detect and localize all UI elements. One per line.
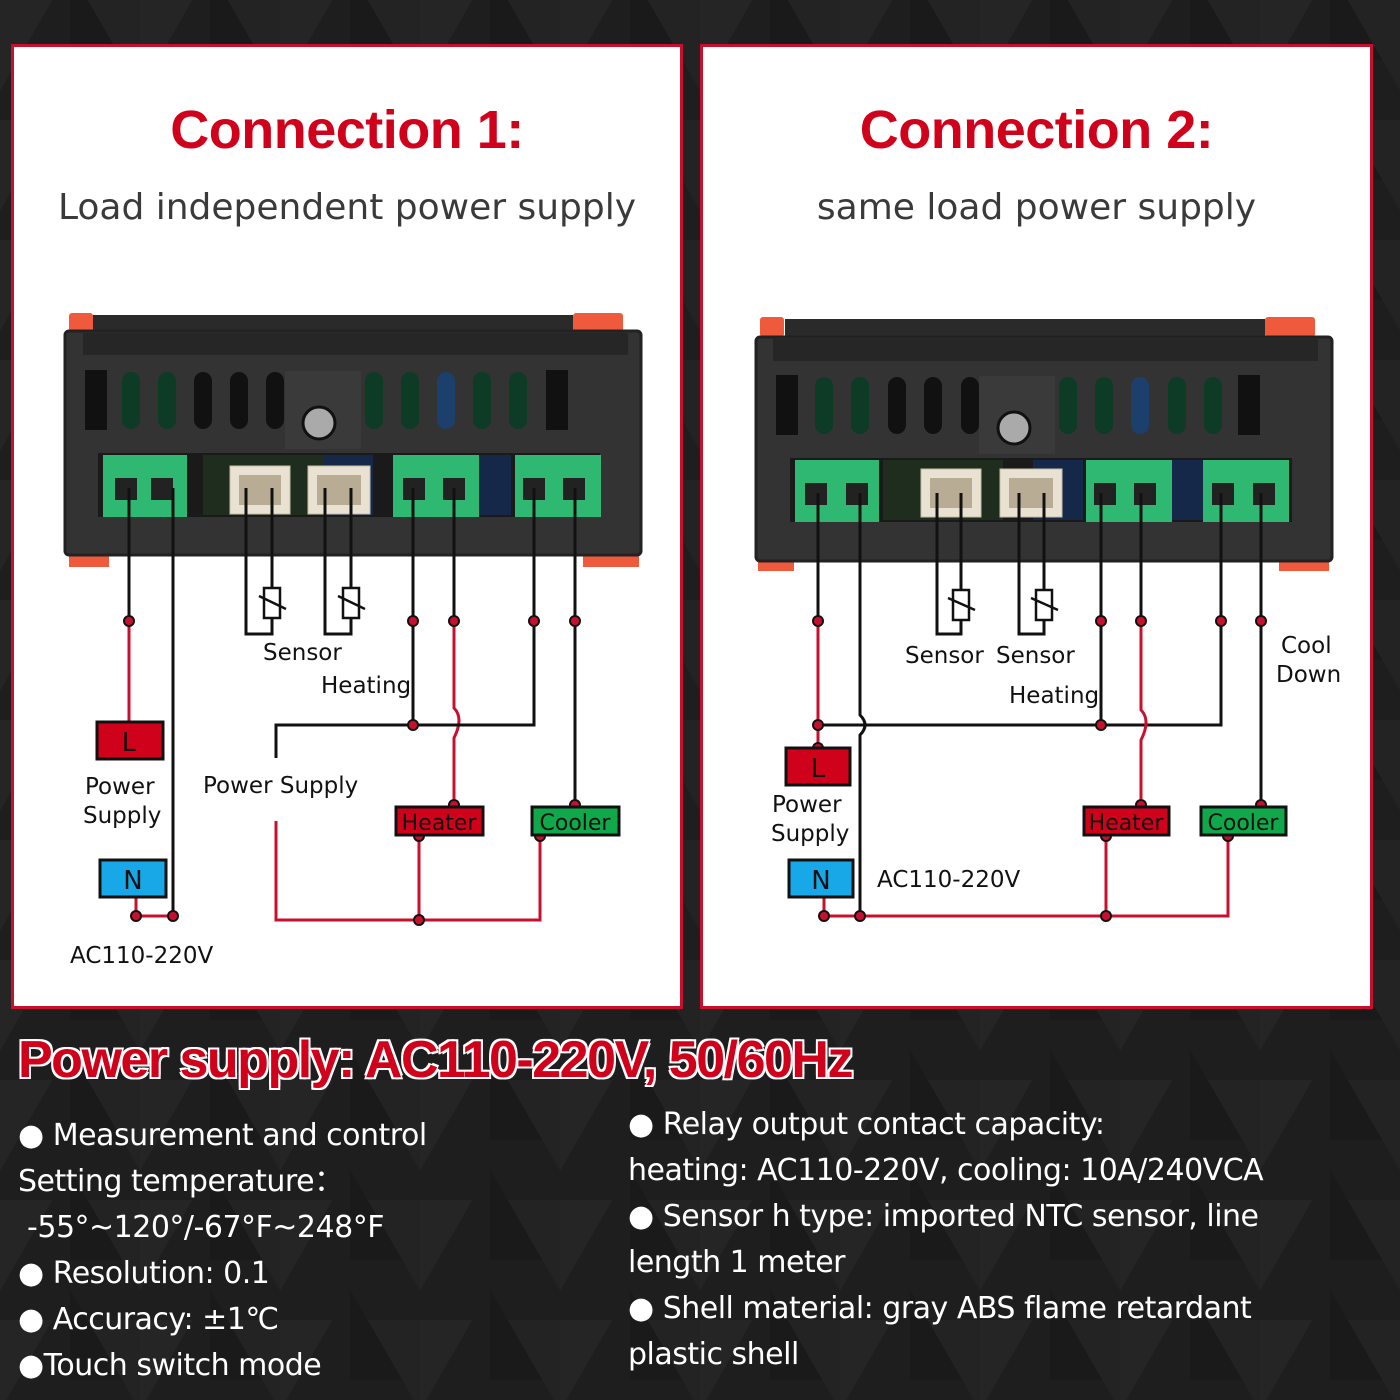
terminal-block-cooling	[515, 455, 601, 517]
vent-slots	[776, 375, 1260, 435]
screw-icon	[996, 410, 1032, 446]
voltage-label: AC110-220V	[70, 943, 213, 969]
heater-box	[1082, 805, 1171, 837]
terminal-block-heating	[1086, 460, 1172, 522]
heating-label: Heating	[1009, 683, 1099, 709]
neutral-box	[787, 858, 855, 899]
sensor-connector-1	[229, 465, 291, 515]
heating-label: Heating	[321, 673, 411, 699]
panel-subtitle: same load power supply	[816, 187, 1257, 228]
power-supply-left-line2: Supply	[83, 803, 161, 829]
panel-subtitle: Load independent power supply	[57, 187, 637, 228]
cooler-box	[1199, 805, 1288, 837]
connection-2-panel: Connection 2: same load power supply	[700, 44, 1373, 1009]
thermistor-icon	[947, 588, 1059, 622]
spec-line: ● Shell material: gray ABS flame retarda…	[628, 1291, 1252, 1326]
wires	[127, 488, 577, 922]
spec-line: -55°~120°/-67°F~248°F	[18, 1210, 384, 1245]
junction-dots	[123, 615, 581, 926]
terminal-block-heating	[393, 455, 479, 517]
screw-icon	[301, 405, 337, 441]
live-box	[95, 720, 165, 761]
power-supply-left-line2: Supply	[771, 821, 849, 847]
cooler-box	[530, 805, 621, 837]
sensor-label-b: Sensor	[996, 643, 1075, 669]
terminal-block-power	[795, 460, 879, 522]
cooler-label: Cooler	[1208, 811, 1280, 836]
thermostat-controller	[63, 313, 643, 567]
power-supply-headline: Power supply: AC110-220V, 50/60Hz	[17, 1030, 854, 1090]
heater-box	[394, 805, 485, 837]
sensor-connector-2	[307, 465, 371, 515]
spec-line: Setting temperature：	[18, 1164, 344, 1199]
spec-line: ● Measurement and control	[18, 1118, 427, 1153]
spec-line: length 1 meter	[628, 1245, 846, 1280]
neutral-label: N	[123, 866, 142, 896]
specs-left-list: ● Measurement and control Setting temper…	[18, 1113, 427, 1389]
neutral-box	[98, 858, 168, 899]
wiring-diagram-1: L N Heater Cooler Sensor Heating Power S…	[63, 313, 643, 969]
spec-line: ● Accuracy: ±1℃	[18, 1302, 279, 1337]
cool-down-line2: Down	[1276, 662, 1341, 688]
terminal-block-cooling	[1203, 460, 1289, 522]
spec-line: ● Relay output contact capacity:	[628, 1107, 1105, 1142]
power-supply-label: Power Supply	[203, 773, 358, 799]
wires	[816, 493, 1263, 918]
panel-title: Connection 2:	[859, 100, 1214, 160]
power-supply-left-line1: Power	[85, 774, 155, 800]
vent-slots	[85, 370, 568, 430]
spec-line: ● Sensor h type: imported NTC sensor, li…	[628, 1199, 1259, 1234]
sensor-label: Sensor	[263, 640, 342, 666]
wiring-diagram-2: L N Heater Cooler Sensor Sensor Heating …	[754, 317, 1341, 922]
thermostat-controller	[754, 317, 1334, 571]
specs-right-list: ● Relay output contact capacity: heating…	[628, 1102, 1264, 1378]
voltage-label: AC110-220V	[877, 867, 1020, 893]
sensor-connector-1	[920, 468, 982, 518]
sensor-label-a: Sensor	[905, 643, 984, 669]
panel-title: Connection 1:	[170, 100, 524, 160]
cool-down-line1: Cool	[1281, 633, 1332, 659]
heater-label: Heater	[402, 811, 478, 836]
live-label: L	[811, 754, 826, 784]
power-supply-left-line1: Power	[772, 792, 842, 818]
live-label: L	[122, 728, 137, 758]
spec-line: ●Touch switch mode	[18, 1348, 322, 1383]
spec-line: ● Resolution: 0.1	[18, 1256, 270, 1291]
live-box	[784, 746, 852, 787]
spec-line: heating: AC110-220V, cooling: 10A/240VCA	[628, 1153, 1264, 1188]
connection-1-panel: Connection 1: Load independent power sup…	[11, 44, 683, 1009]
sensor-connector-2	[999, 468, 1063, 518]
heater-label: Heater	[1089, 811, 1165, 836]
thermistor-icon	[258, 586, 366, 620]
cooler-label: Cooler	[540, 811, 612, 836]
neutral-label: N	[811, 866, 830, 896]
spec-line: plastic shell	[628, 1337, 799, 1372]
